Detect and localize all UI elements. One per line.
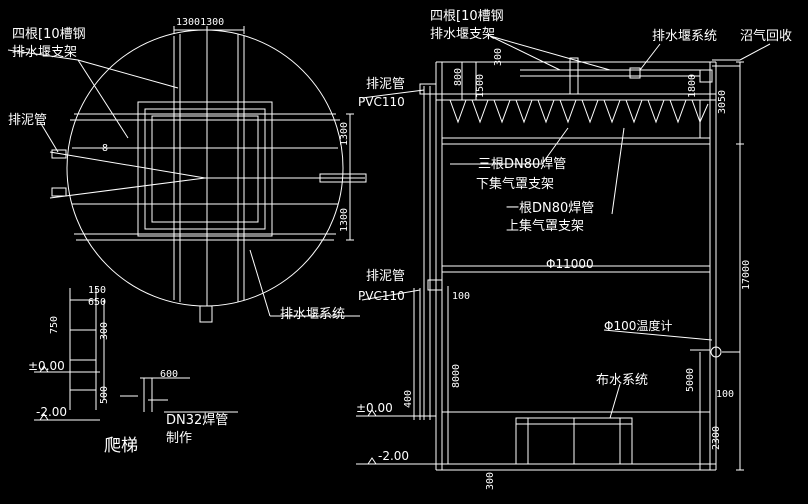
section-dim-2300: 2300 <box>711 425 722 450</box>
section-sludge-pipe-top: 排泥管 <box>366 77 406 92</box>
ladder-dim-650: 650 <box>88 297 107 308</box>
plan-weir-support-label: 排水堰支架 <box>12 45 78 60</box>
section-thermometer-label: Φ100温度计 <box>604 319 673 333</box>
section-dim-1800: 1800 <box>687 73 698 98</box>
section-distribution-label: 布水系统 <box>596 373 649 388</box>
section-biogas-label: 沼气回收 <box>740 29 793 44</box>
section-dim-800: 800 <box>453 67 464 86</box>
ladder-pipe-label: DN32焊管 <box>166 413 229 428</box>
ladder-level-000: ±0.00 <box>28 359 65 373</box>
section-dim-8000: 8000 <box>451 363 462 388</box>
section-dim-300-b: 300 <box>485 471 496 490</box>
section-lower-pipe-label: 三根DN80焊管 <box>478 157 567 172</box>
ladder-pipe-label2: 制作 <box>166 431 193 446</box>
section-channel-steel-label: 四根[10槽钢 <box>430 9 504 24</box>
central-square <box>137 101 273 237</box>
plan-dim-1300-b: 1300 <box>339 207 350 232</box>
plan-dim-8: 8 <box>102 143 109 154</box>
section-dim-100-a: 100 <box>452 291 471 302</box>
section-lower-support-label: 下集气罩支架 <box>476 177 555 192</box>
section-diameter-label: Φ11000 <box>546 257 594 271</box>
section-upper-pipe-label: 一根DN80焊管 <box>506 201 595 216</box>
plan-weir-system-label: 排水堰系统 <box>280 307 346 322</box>
ladder-dim-600: 600 <box>160 369 179 380</box>
section-pvc-mid: PVC110 <box>358 289 405 303</box>
section-upper-support-label: 上集气罩支架 <box>506 219 585 234</box>
section-dim-100-b: 100 <box>716 389 735 400</box>
section-dim-1500: 1500 <box>475 73 486 98</box>
ladder-dim-300: 300 <box>99 321 110 340</box>
tank-outline-circle <box>66 29 344 307</box>
plan-view <box>7 26 367 323</box>
section-dim-17000: 17000 <box>741 259 752 290</box>
ladder-detail <box>34 288 238 421</box>
section-pvc-top: PVC110 <box>358 95 405 109</box>
ladder-dim-150: 150 <box>88 285 107 296</box>
plan-dim-1300-a: 1300 <box>339 121 350 146</box>
section-dim-5000: 5000 <box>685 367 696 392</box>
section-weir-support-label: 排水堰支架 <box>430 27 496 42</box>
section-weir-system-label: 排水堰系统 <box>652 29 718 44</box>
plan-sludge-pipe-label: 排泥管 <box>8 113 48 128</box>
ladder-title: 爬梯 <box>104 436 138 456</box>
ladder-level-neg200: -2.00 <box>36 405 68 419</box>
section-sludge-pipe-mid: 排泥管 <box>366 269 406 284</box>
ladder-dim-750: 750 <box>49 315 60 334</box>
ladder-dim-500: 500 <box>99 385 110 404</box>
section-dim-300: 300 <box>493 47 504 66</box>
section-level-neg200: -2.00 <box>378 449 410 463</box>
section-level-000: ±0.00 <box>356 401 393 415</box>
section-dim-3050: 3050 <box>717 89 728 114</box>
plan-channel-steel-label: 四根[10槽钢 <box>12 27 86 42</box>
section-dim-400: 400 <box>403 389 414 408</box>
section-view <box>356 35 771 471</box>
plan-top-dim: 13001300 <box>176 17 225 28</box>
